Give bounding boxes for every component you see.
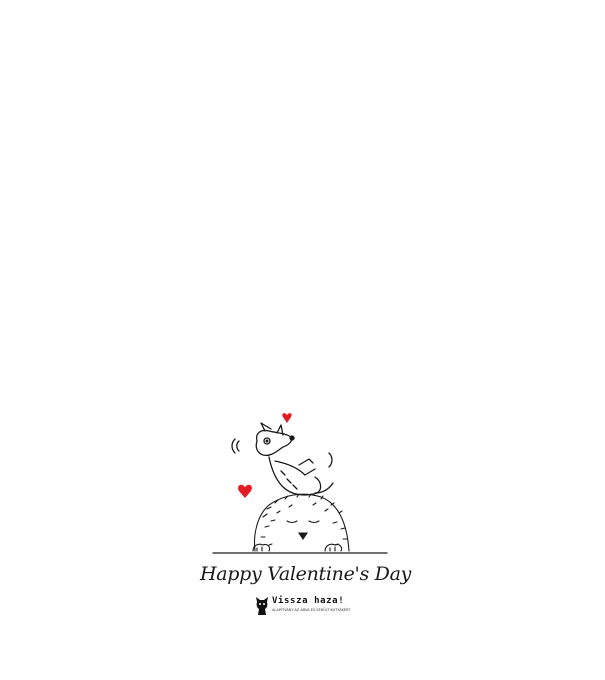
heart-icon xyxy=(238,484,252,498)
greeting-text: Happy Valentine's Day xyxy=(200,563,412,585)
heart-icon xyxy=(282,413,292,423)
small-dog xyxy=(231,422,334,496)
logo: Vissza haza! ALAPÍTVÁNY AZ ÁRVA ÉS SÉRÜL… xyxy=(254,596,354,620)
dogs-illustration xyxy=(212,413,388,554)
logo-name: Vissza haza! xyxy=(272,596,345,606)
logo-tagline: ALAPÍTVÁNY AZ ÁRVA ÉS SÉRÜLT KUTYÁKÉRT xyxy=(272,608,351,612)
big-dog xyxy=(212,493,388,554)
logo-dog-icon xyxy=(256,597,268,615)
